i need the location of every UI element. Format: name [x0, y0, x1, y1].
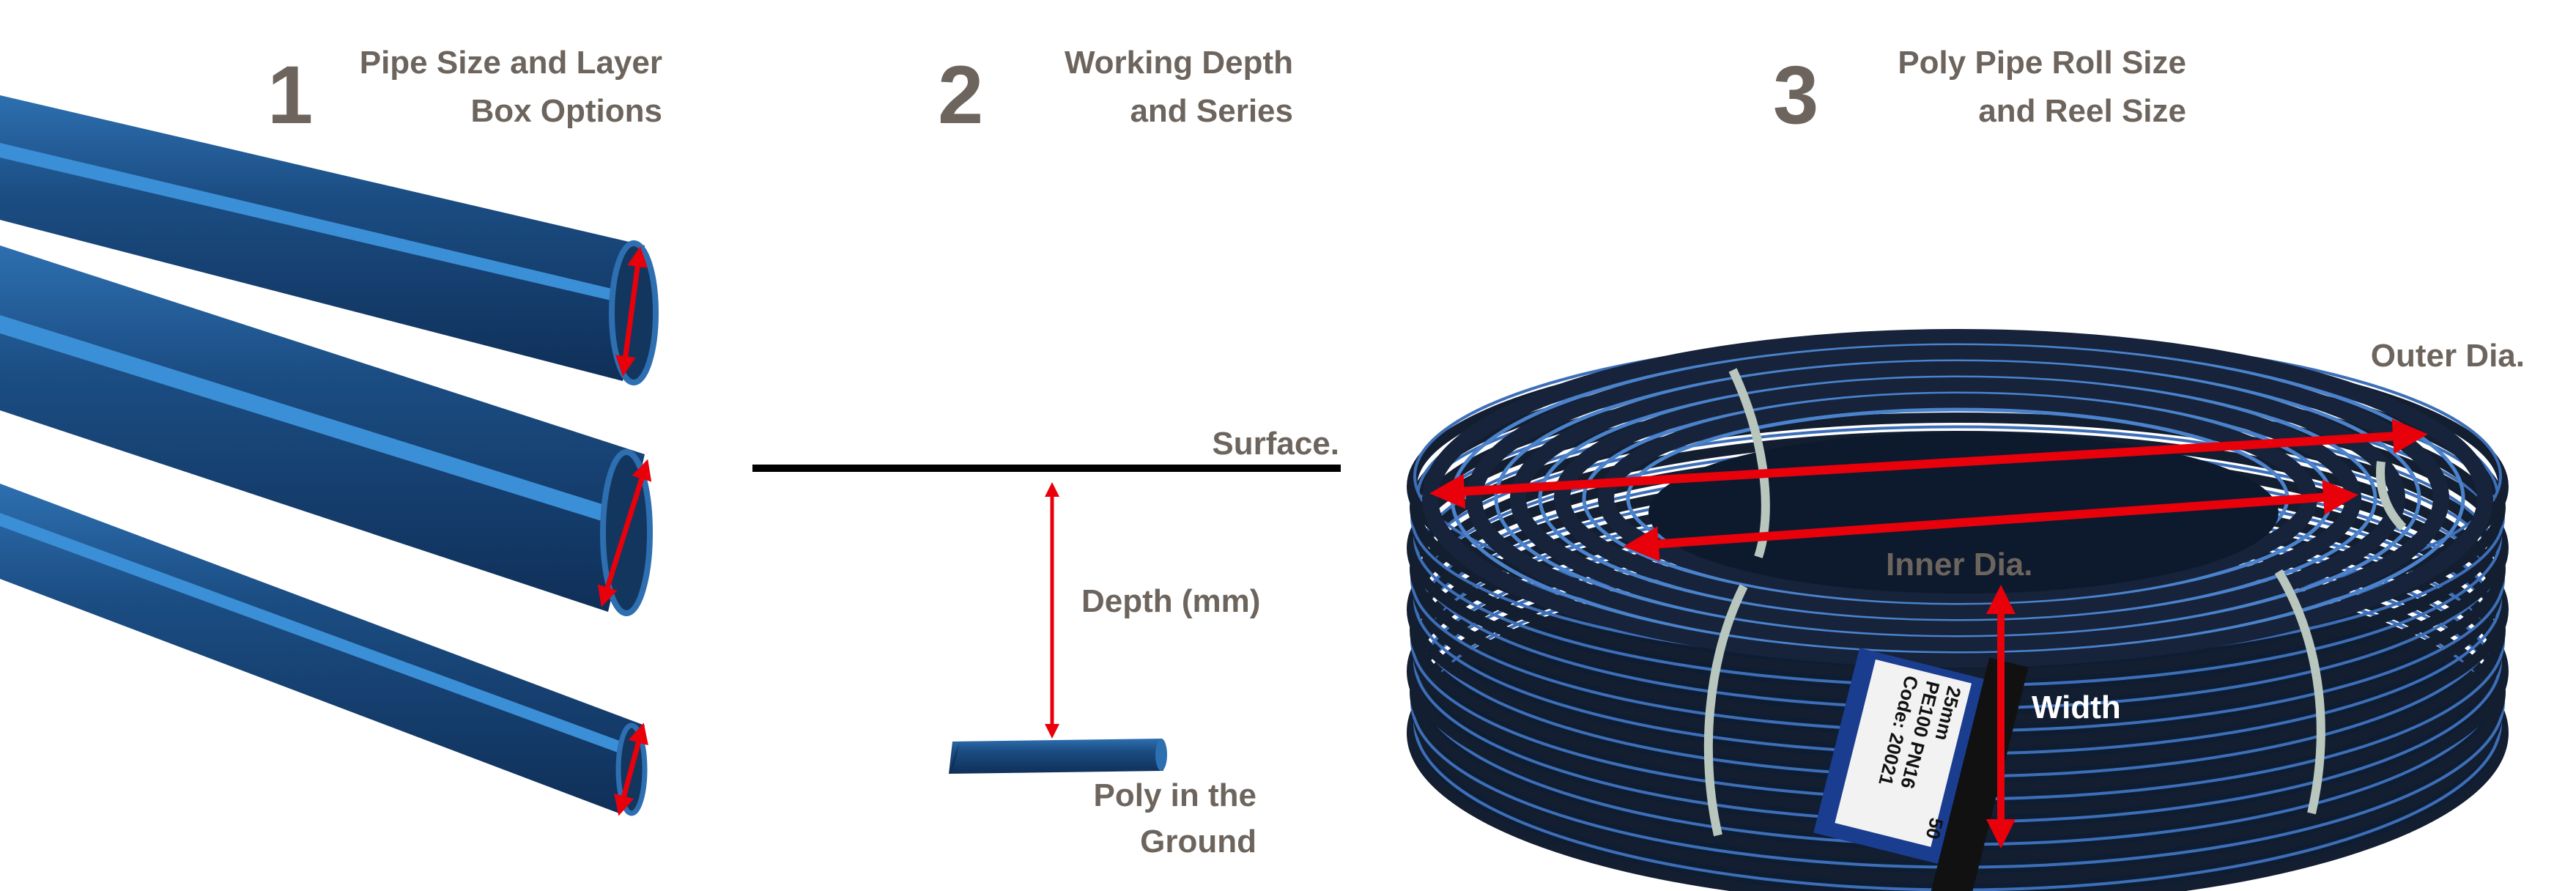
tag-length: 50	[1922, 816, 1948, 841]
section-title-line2: and Reel Size	[1978, 93, 2186, 129]
section-1-heading: 1 Pipe Size and Layer Box Options	[267, 45, 662, 141]
pipe-small	[0, 484, 648, 816]
inner-diameter-arrow	[1624, 479, 2358, 562]
section-title-line1: Working Depth	[1065, 45, 1293, 81]
outer-diameter-arrow	[1429, 418, 2428, 509]
pipe-sizes-illustration	[0, 95, 659, 816]
pipe-roll-illustration: 25mm PE100 PN16 Code: 20021 50 Outer Dia…	[1407, 329, 2525, 891]
surface-label: Surface.	[1212, 426, 1339, 462]
section-title-line2: Box Options	[470, 93, 662, 129]
section-title-line1: Pipe Size and Layer	[360, 45, 662, 81]
buried-pipe	[949, 739, 1167, 774]
section-2-heading: 2 Working Depth and Series	[938, 45, 1293, 141]
depth-diagram: Surface. Depth (mm) Poly in the Ground	[752, 426, 1341, 859]
section-number: 1	[267, 49, 313, 141]
inner-diameter-label: Inner Dia.	[1886, 547, 2033, 583]
pipe-label-line1: Poly in the	[1094, 777, 1256, 813]
width-label: Width	[2032, 689, 2121, 725]
section-3-heading: 3 Poly Pipe Roll Size and Reel Size	[1773, 45, 2186, 141]
pipe-large	[0, 95, 659, 385]
section-title-line1: Poly Pipe Roll Size	[1898, 45, 2186, 81]
section-title-line2: and Series	[1130, 93, 1293, 129]
pipe-medium	[0, 245, 653, 616]
depth-label: Depth (mm)	[1081, 583, 1260, 619]
section-number: 3	[1773, 49, 1818, 141]
outer-diameter-label: Outer Dia.	[2371, 338, 2525, 374]
section-number: 2	[938, 49, 983, 141]
pipe-label-line2: Ground	[1140, 824, 1256, 859]
